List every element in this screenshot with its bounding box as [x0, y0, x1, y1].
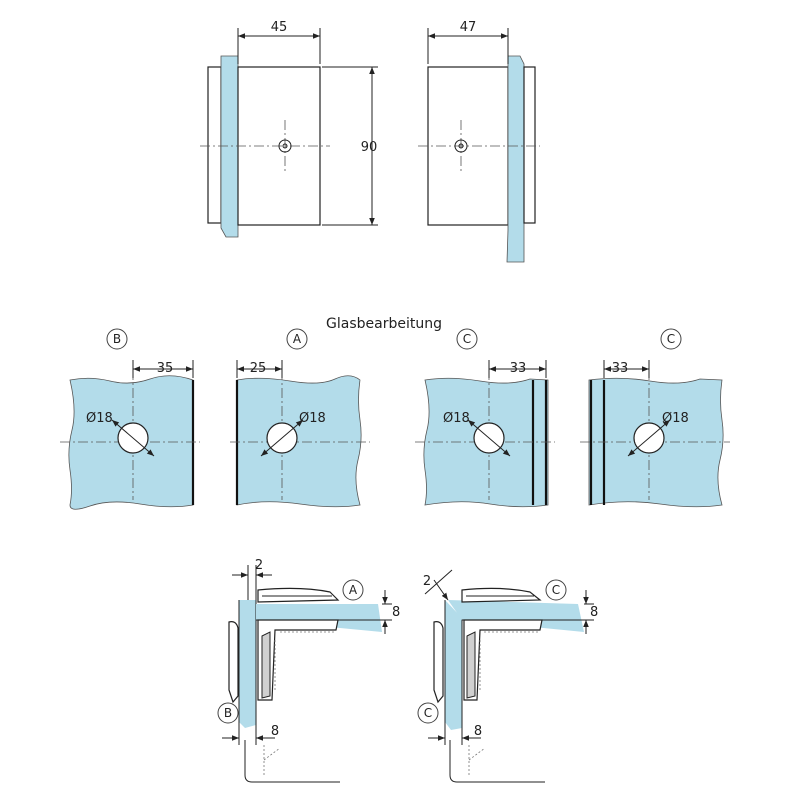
gap-dim: 2	[423, 574, 431, 589]
glass-panel-a: A 25 Ø18	[230, 328, 370, 508]
top-cap	[461, 587, 542, 603]
outer-plate	[228, 621, 239, 704]
panel-letter: C	[667, 332, 675, 346]
offset-dim: 33	[612, 361, 629, 376]
width-dim-47: 47	[460, 20, 477, 35]
offset-dim: 33	[510, 361, 527, 376]
section-view-right: 2 8 C 8 C	[417, 569, 598, 783]
side-thickness: 8	[271, 724, 279, 739]
glass-panel-b: B 35 Ø18	[60, 328, 200, 510]
screw-hole	[278, 139, 292, 153]
section-view-left: 2 8 A 8 B	[217, 558, 400, 783]
panel-letter: C	[463, 332, 471, 346]
top-letter: C	[552, 583, 560, 597]
top-thickness: 8	[392, 605, 400, 620]
back-plate	[523, 66, 536, 224]
top-letter: A	[349, 583, 358, 597]
glass-panel-c-right: C 33 Ø18	[580, 328, 730, 508]
l-bracket	[463, 619, 543, 701]
glass-panel-c-left: C 33 Ø18	[415, 328, 555, 508]
section-title: Glasbearbeitung	[326, 316, 442, 332]
top-thickness: 8	[590, 605, 598, 620]
hole-diameter: Ø18	[443, 411, 470, 426]
outer-plate	[433, 621, 444, 704]
clamp-front-view-left: 45	[200, 20, 330, 238]
width-dim-45: 45	[271, 20, 288, 35]
label-circle	[106, 328, 128, 350]
side-thickness: 8	[474, 724, 482, 739]
height-dimension: 90	[322, 66, 378, 226]
glass-edge	[220, 55, 239, 238]
panel-letter: B	[113, 332, 121, 346]
label-circle	[456, 328, 478, 350]
label-circle	[660, 328, 682, 350]
hole-diameter: Ø18	[86, 411, 113, 426]
top-cap	[257, 587, 340, 603]
side-letter: B	[224, 706, 232, 720]
gap-dim: 2	[255, 558, 263, 573]
hole-diameter: Ø18	[662, 411, 689, 426]
height-dim-90: 90	[361, 140, 378, 155]
label-circle	[286, 328, 308, 350]
screw-hole	[454, 139, 468, 153]
panel-letter: A	[293, 332, 302, 346]
side-letter: C	[424, 706, 432, 720]
hole-diameter: Ø18	[299, 411, 326, 426]
glass-edge	[506, 55, 525, 263]
clamp-front-view-right: 47	[418, 20, 540, 263]
offset-dim: 25	[250, 361, 267, 376]
back-plate	[207, 66, 222, 224]
offset-dim: 35	[157, 361, 174, 376]
